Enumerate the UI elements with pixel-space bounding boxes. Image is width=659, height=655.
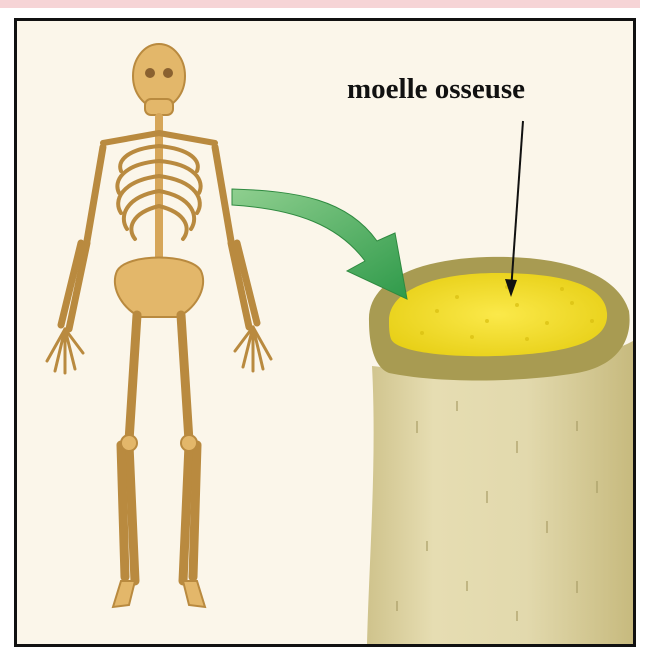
right-hand [235,327,271,371]
top-color-strip [0,0,640,8]
bone-marrow [389,273,607,356]
pelvis [115,258,203,318]
right-knee [181,435,197,451]
skeleton [47,44,271,607]
bone-shaft [367,341,633,644]
green-arrow [232,189,407,299]
right-foot [183,581,205,607]
left-knee [121,435,137,451]
jaw [145,99,173,115]
left-arm [61,147,103,329]
left-hand [47,329,83,373]
bone-marrow-label: moelle osseuse [347,73,525,106]
left-foot [113,581,135,607]
bone-cross-section [367,257,633,644]
right-arm [215,147,257,327]
diagram-canvas [17,21,633,644]
diagram-frame: moelle osseuse [14,18,636,647]
